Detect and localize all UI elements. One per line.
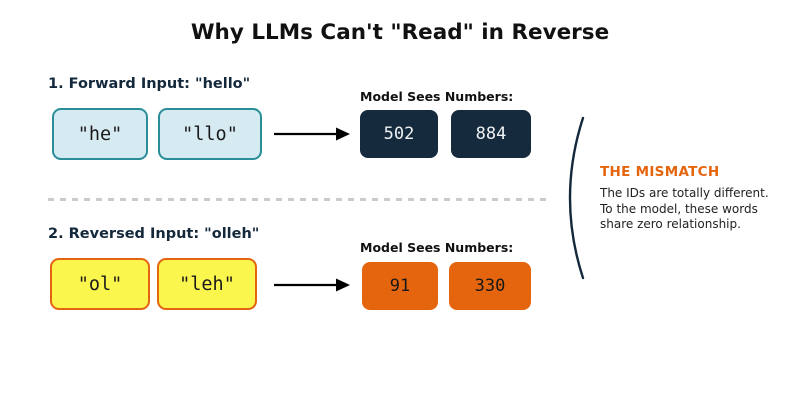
- mismatch-line-3: share zero relationship.: [600, 217, 741, 231]
- section-1-heading: 1. Forward Input: "hello": [48, 76, 251, 92]
- token-box-ol: "ol": [50, 258, 150, 310]
- token-id-box-91: 91: [362, 262, 438, 310]
- token-box-he: "he": [52, 108, 148, 160]
- mismatch-text: The IDs are totally different. To the mo…: [600, 186, 769, 233]
- token-id-box-330: 330: [449, 262, 531, 310]
- diagram-title: Why LLMs Can't "Read" in Reverse: [190, 20, 610, 45]
- model-sees-label-2: Model Sees Numbers:: [360, 240, 514, 255]
- section-2-heading: 2. Reversed Input: "olleh": [48, 226, 260, 242]
- arrow-right-icon: [274, 127, 350, 141]
- token-box-leh: "leh": [157, 258, 257, 310]
- mismatch-heading: THE MISMATCH: [600, 164, 720, 180]
- arrow-right-icon: [274, 278, 350, 292]
- mismatch-line-1: The IDs are totally different.: [600, 186, 769, 200]
- token-id-box-502: 502: [360, 110, 438, 158]
- dashed-divider: [48, 198, 546, 201]
- brace-curve-icon: [568, 116, 585, 280]
- model-sees-label-1: Model Sees Numbers:: [360, 89, 514, 104]
- token-box-llo: "llo": [158, 108, 262, 160]
- mismatch-line-2: To the model, these words: [600, 201, 758, 216]
- token-id-box-884: 884: [451, 110, 531, 158]
